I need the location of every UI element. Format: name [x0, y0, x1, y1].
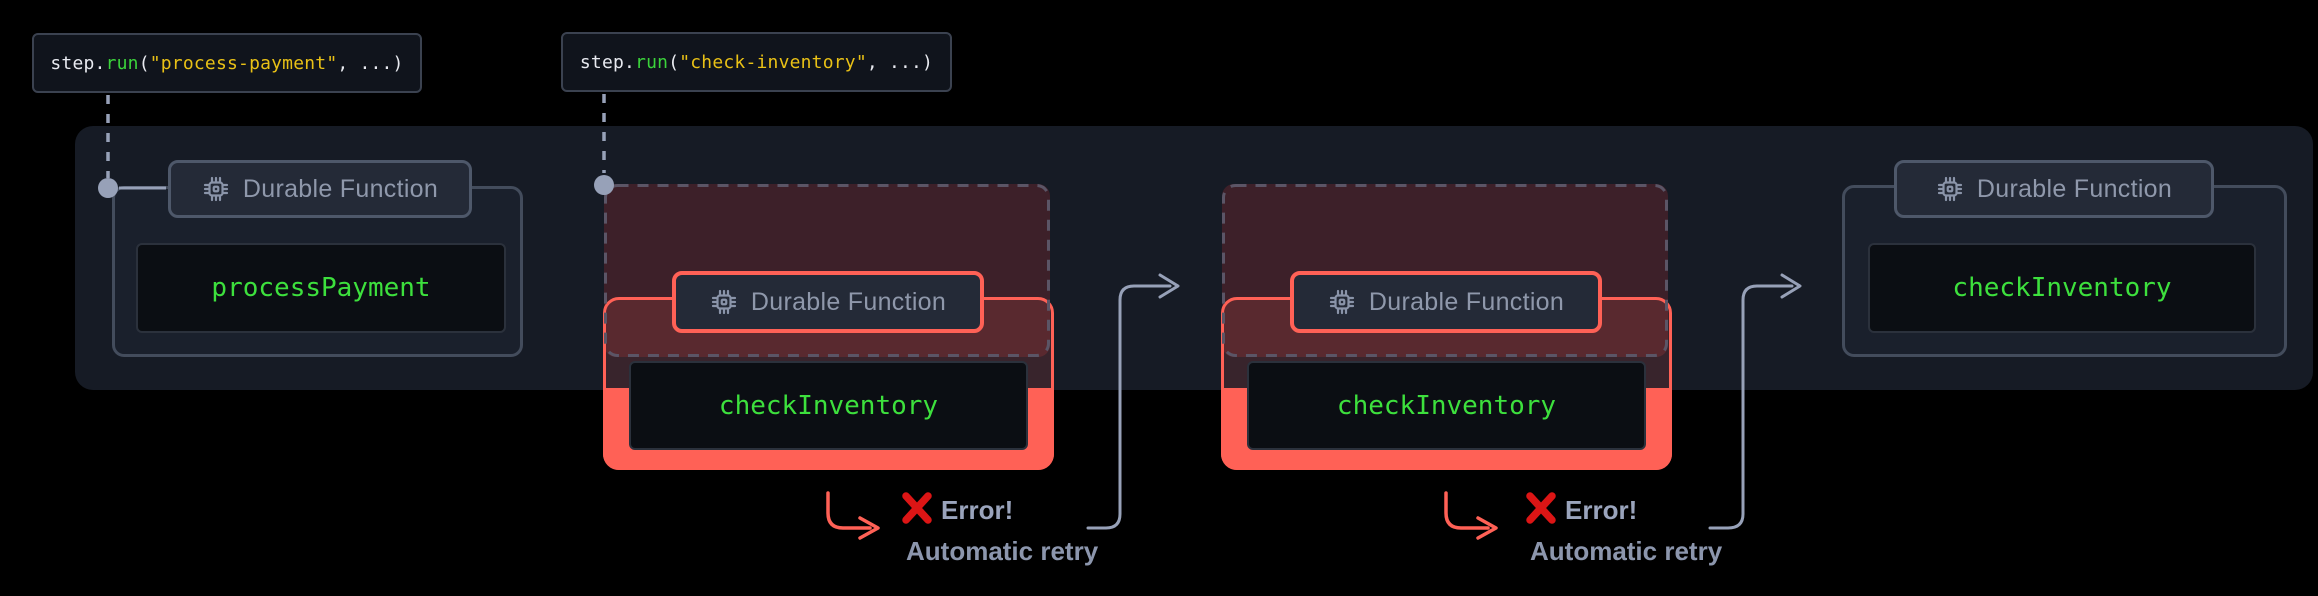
code-token-run-call: run: [635, 51, 669, 73]
error-arrow-2: [1444, 491, 1490, 530]
error-label-1: Error!: [941, 495, 1014, 525]
cpu-chip-icon: [710, 288, 738, 316]
code-token-run-call: run: [105, 52, 139, 74]
code-token-step-id-string: "process-payment": [149, 52, 338, 74]
code-token-object: step.: [50, 52, 106, 74]
cpu-chip-icon: [1328, 288, 1356, 316]
code-token-step-id-string: "check-inventory": [679, 51, 867, 73]
code-token-open-paren: (: [668, 51, 680, 73]
durable-function-badge-label: Durable Function: [1976, 174, 2173, 203]
automatic-retry-label-2: Automatic retry: [1530, 536, 1723, 566]
code-token-object: step.: [579, 51, 636, 73]
durable-function-badge-label: Durable Function: [242, 174, 439, 203]
durable-function-badge-2: Durable Function: [672, 271, 984, 333]
durable-function-badge-3: Durable Function: [1290, 271, 1602, 333]
function-name-process-payment: processPayment: [136, 243, 506, 333]
cpu-chip-icon: [202, 175, 230, 203]
code-snippet-process-payment: step.run("process-payment", ...): [32, 33, 422, 93]
error-label-2: Error!: [1565, 495, 1638, 525]
code-snippet-check-inventory: step.run("check-inventory", ...): [561, 32, 952, 92]
error-arrow-1: [826, 491, 872, 530]
function-name-check-inventory-attempt-2: checkInventory: [1247, 361, 1646, 450]
automatic-retry-label-1: Automatic retry: [906, 536, 1099, 566]
durable-function-badge-1: Durable Function: [168, 160, 472, 218]
code-token-rest: , ...): [337, 52, 404, 74]
error-x-icon: [1523, 490, 1559, 526]
code-token-open-paren: (: [138, 52, 150, 74]
durable-function-badge-4: Durable Function: [1894, 160, 2214, 218]
function-name-check-inventory-attempt-1: checkInventory: [629, 361, 1028, 450]
error-arrow-head-1: [858, 516, 880, 540]
cpu-chip-icon: [1936, 175, 1964, 203]
durable-function-badge-label: Durable Function: [750, 287, 947, 316]
error-arrow-head-2: [1476, 516, 1498, 540]
function-name-check-inventory-success: checkInventory: [1868, 243, 2256, 333]
error-x-icon: [899, 490, 935, 526]
code-token-rest: , ...): [866, 51, 934, 73]
durable-function-badge-label: Durable Function: [1368, 287, 1565, 316]
